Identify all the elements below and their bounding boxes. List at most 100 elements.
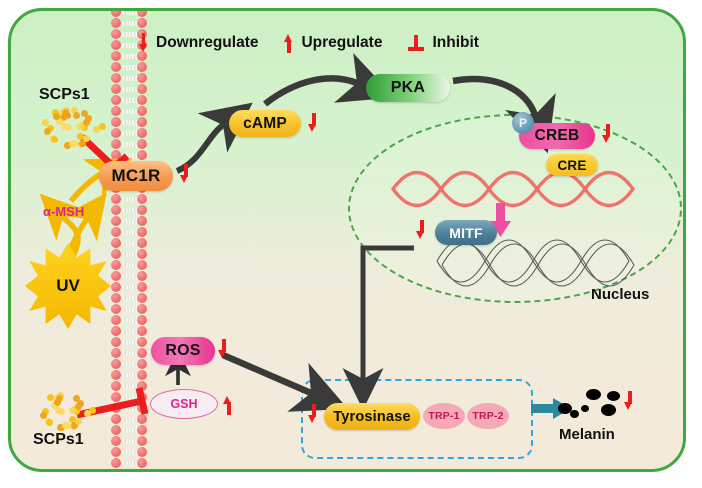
- lipid-pair: [111, 447, 147, 458]
- scps1-particle: [73, 395, 81, 403]
- lipid-pair: [111, 403, 147, 414]
- scps1-particle: [62, 421, 70, 429]
- gsh-label: GSH: [170, 397, 198, 411]
- lipid-pair: [111, 271, 147, 282]
- node-pka[interactable]: PKA: [366, 74, 450, 102]
- node-ros[interactable]: ROS: [151, 337, 215, 365]
- scps1-particle: [69, 416, 77, 424]
- p-label: P: [518, 116, 527, 130]
- scps1-particle: [52, 108, 60, 116]
- tyrosinase-downregulate-icon: [308, 404, 319, 428]
- scps1-particle: [83, 409, 91, 417]
- scps1-particle: [79, 139, 87, 147]
- lipid-pair: [111, 194, 147, 205]
- scps1-particle: [71, 406, 79, 414]
- scps1-particle: [71, 422, 79, 430]
- lipid-pair: [111, 282, 147, 293]
- legend-up-arrow-icon: [284, 33, 293, 53]
- pka-label: PKA: [390, 79, 426, 96]
- amsh-label: α-MSH: [43, 204, 85, 219]
- lipid-pair: [111, 337, 147, 348]
- node-trp1[interactable]: TRP-1: [423, 403, 465, 429]
- melanin-granule: [607, 391, 620, 401]
- node-tyrosinase[interactable]: Tyrosinase: [324, 403, 420, 430]
- lipid-pair: [111, 205, 147, 216]
- node-trp2[interactable]: TRP-2: [467, 403, 509, 429]
- uv-source: UV: [25, 243, 111, 329]
- scps1-particle: [64, 111, 72, 119]
- cre-label: CRE: [557, 157, 587, 173]
- scps1-particle: [60, 122, 68, 130]
- tyrosinase-label: Tyrosinase: [333, 408, 411, 425]
- scps1-particle: [42, 119, 50, 127]
- trp1-label: TRP-1: [428, 410, 460, 422]
- scps1-top-label: SCPs1: [39, 86, 90, 103]
- lipid-pair: [111, 249, 147, 260]
- node-mitf[interactable]: MITF: [435, 220, 497, 245]
- mc1r-label: MC1R: [111, 166, 161, 185]
- lipid-pair: [111, 95, 147, 106]
- mc1r-downregulate-icon: [180, 164, 191, 188]
- scps1-particle: [50, 136, 58, 144]
- scps1-particle: [79, 122, 87, 130]
- scps1-particle: [47, 394, 55, 402]
- arrow-pka-to-creb: [452, 75, 556, 154]
- scps1-particle: [46, 124, 54, 132]
- lipid-pair: [111, 139, 147, 150]
- gsh-upregulate-icon: [223, 391, 234, 415]
- lipid-pair: [111, 128, 147, 139]
- melanosome-box: [301, 379, 533, 459]
- scps1-particle: [76, 399, 84, 407]
- camp-downregulate-icon: [308, 113, 319, 137]
- legend-inhibit-icon: [408, 33, 425, 53]
- lipid-pair: [111, 414, 147, 425]
- scps1-particle: [89, 407, 97, 415]
- scps1-particle: [85, 114, 93, 122]
- lipid-pair: [111, 326, 147, 337]
- legend-down-label: Downregulate: [156, 34, 259, 51]
- lipid-pair: [111, 150, 147, 161]
- lipid-pair: [111, 304, 147, 315]
- node-mc1r[interactable]: MC1R: [99, 161, 173, 191]
- phosphate-badge: P: [512, 112, 534, 134]
- melanin-downregulate-icon: [624, 391, 635, 415]
- lipid-pair: [111, 425, 147, 436]
- scps1-particle: [45, 418, 53, 426]
- scps1-particle: [59, 114, 67, 122]
- lipid-pair: [111, 18, 147, 29]
- mitf-downregulate-icon: [416, 220, 427, 244]
- scps1-particle: [55, 394, 63, 402]
- scps1-particle: [58, 423, 66, 431]
- scps1-particle: [93, 125, 101, 133]
- melanin-granule: [570, 410, 579, 418]
- lipid-pair: [111, 62, 147, 73]
- creb-label: CREB: [534, 127, 580, 144]
- scps1-particle: [53, 399, 61, 407]
- lipid-pair: [111, 359, 147, 370]
- scps1-particle: [64, 141, 72, 149]
- scps1-top-particles: [42, 106, 107, 149]
- scps1-particle: [77, 133, 85, 141]
- lipid-pair: [111, 315, 147, 326]
- scps1-particle: [99, 123, 107, 131]
- node-cre[interactable]: CRE: [546, 154, 598, 176]
- uv-label: UV: [56, 276, 80, 295]
- melanin-granule: [601, 404, 616, 416]
- lipid-pair: [111, 348, 147, 359]
- scps1-particle: [72, 112, 80, 120]
- scps1-particle: [54, 406, 62, 414]
- scps1-particle: [81, 109, 89, 117]
- lipid-pair: [111, 51, 147, 62]
- lipid-pair: [111, 11, 147, 18]
- node-gsh[interactable]: GSH: [150, 389, 218, 419]
- scps1-bottom-particles: [39, 392, 97, 431]
- melanin-label: Melanin: [559, 426, 615, 443]
- lipid-pair: [111, 106, 147, 117]
- trp2-label: TRP-2: [472, 410, 504, 422]
- scps1-particle: [56, 117, 64, 125]
- lipid-pair: [111, 117, 147, 128]
- lipid-pair: [111, 436, 147, 447]
- scps1-particle: [44, 128, 52, 136]
- lipid-pair: [111, 469, 147, 472]
- node-camp[interactable]: cAMP: [229, 110, 301, 137]
